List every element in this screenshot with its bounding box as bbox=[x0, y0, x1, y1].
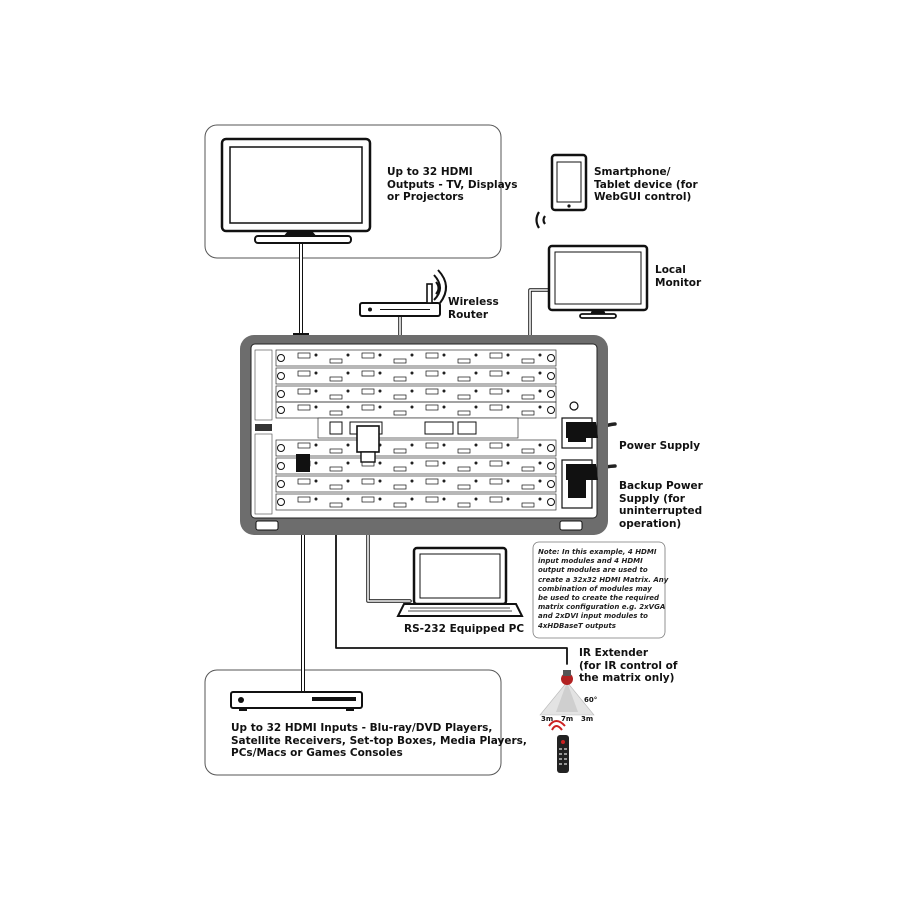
router-label: Wireless Router bbox=[448, 296, 499, 321]
power-plug-icon bbox=[566, 422, 598, 480]
ir-extender-label: IR Extender (for IR control of the matri… bbox=[579, 647, 678, 684]
local-monitor-label: Local Monitor bbox=[655, 264, 702, 289]
rs232-pc-label: RS-232 Equipped PC bbox=[404, 623, 525, 635]
ir-range-right-label: 3m bbox=[581, 715, 594, 723]
smartphone-label: Smartphone/ Tablet device (for WebGUI co… bbox=[594, 166, 698, 203]
tablet-icon bbox=[550, 153, 588, 212]
wireless-router-icon bbox=[359, 269, 447, 317]
backup-power-label: Backup Power Supply (for uninterrupted o… bbox=[619, 480, 703, 530]
remote-control-icon bbox=[548, 720, 569, 773]
wifi-signal-icon bbox=[535, 211, 546, 229]
ir-range-left-label: 3m bbox=[541, 715, 554, 723]
ir-range-center-label: 7m bbox=[561, 715, 574, 723]
local-monitor-icon bbox=[547, 244, 649, 319]
tv-display-icon bbox=[220, 137, 372, 244]
power-supply-label: Power Supply bbox=[619, 440, 701, 452]
inputs-label: Up to 32 HDMI Inputs - Blu-ray/DVD Playe… bbox=[231, 722, 527, 759]
ir-extender-icon bbox=[539, 670, 595, 716]
rs232-connector-icon bbox=[356, 425, 380, 463]
note-text: Note: In this example, 4 HDMI input modu… bbox=[538, 548, 669, 630]
laptop-icon bbox=[396, 546, 524, 617]
media-player-icon bbox=[230, 691, 363, 711]
matrix-chassis bbox=[240, 335, 608, 535]
ir-angle-label: 60° bbox=[584, 696, 598, 704]
hdmi-plug-icon bbox=[296, 454, 310, 472]
outputs-label: Up to 32 HDMI Outputs - TV, Displays or … bbox=[387, 166, 518, 203]
note-box bbox=[532, 541, 666, 639]
